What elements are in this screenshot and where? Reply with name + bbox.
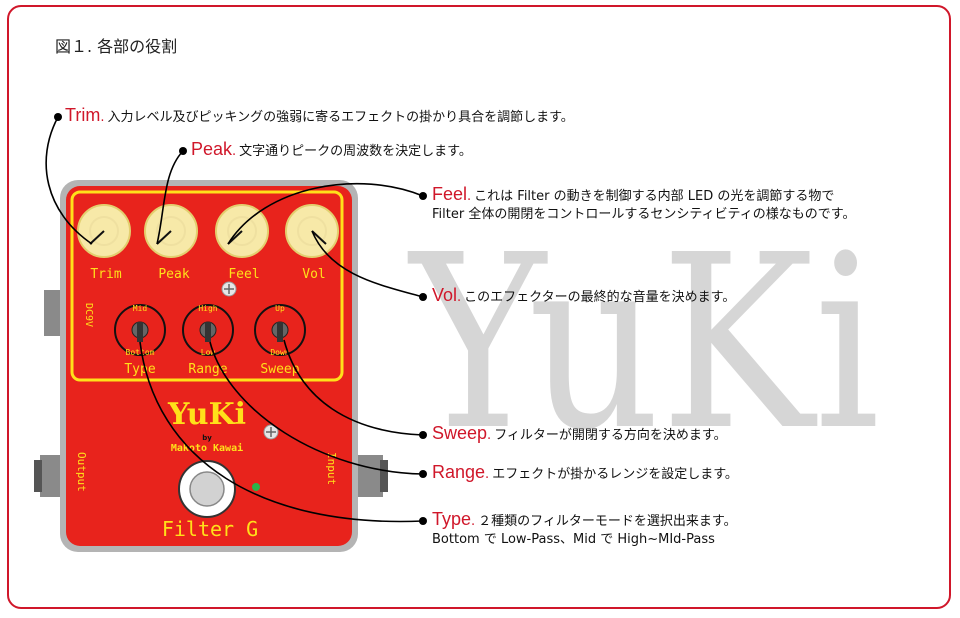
dc-jack <box>44 290 64 336</box>
input-label: Input <box>325 452 338 485</box>
annotation-trim-text: 入力レベル及びピッキングの強弱に寄るエフェクトの掛かり具合を調節します。 <box>107 110 574 125</box>
leader-dot-vol <box>419 293 427 301</box>
annotation-feel-name: Feel <box>432 184 468 204</box>
leader-type <box>139 341 424 523</box>
switch-label-type: Type <box>124 362 155 377</box>
watermark-text: YuKi <box>407 203 880 483</box>
knob-peak[interactable] <box>144 204 198 258</box>
leader-peak <box>156 150 184 245</box>
leader-dot-sweep <box>419 431 427 439</box>
switch-range[interactable] <box>182 304 234 356</box>
annotation-type-name: Type <box>432 509 472 529</box>
knob-label-trim: Trim <box>90 267 121 282</box>
figure-frame <box>7 5 951 609</box>
leader-dot-type <box>419 517 427 525</box>
annotation-sweep-name: Sweep <box>432 423 488 443</box>
figure-title: 図１. 各部の役割 <box>55 37 178 56</box>
annotation-vol: Vol.このエフェクターの最終的な音量を決めます。 <box>432 285 736 305</box>
knob-feel[interactable] <box>215 204 269 258</box>
annotation-peak-text: 文字通りピークの周波数を決定します。 <box>239 144 472 159</box>
annotation-feel-text: これは Filter の動きを制御する内部 LED の光を調節する物で <box>474 189 835 204</box>
annotation-range: Range.エフェクトが掛かるレンジを設定します。 <box>432 462 738 482</box>
knob-label-feel: Feel <box>228 267 259 282</box>
leader-sweep <box>283 339 424 436</box>
switch-label-sweep: Sweep <box>260 362 299 377</box>
annotation-trim-name: Trim <box>65 105 101 125</box>
switch-type[interactable] <box>114 304 166 356</box>
leader-dot-peak <box>179 147 187 155</box>
brand-logo: YuKi <box>167 397 246 432</box>
annotation-peak: Peak.文字通りピークの周波数を決定します。 <box>191 139 472 159</box>
leader-dot-range <box>419 470 427 478</box>
switch-type-top: Mid <box>133 304 148 313</box>
leader-trim <box>45 116 93 245</box>
screw-middle <box>263 424 279 440</box>
leader-vol <box>311 230 424 298</box>
screw-top <box>221 281 237 297</box>
leader-dot-feel <box>419 192 427 200</box>
brand-maker: Makoto Kawai <box>171 442 243 454</box>
annotation-range-text: エフェクトが掛かるレンジを設定します。 <box>492 467 738 482</box>
switch-sweep-bottom: Down <box>270 348 289 357</box>
annotation-vol-text: このエフェクターの最終的な音量を決めます。 <box>464 290 736 305</box>
leader-range <box>209 341 424 475</box>
switch-sweep[interactable] <box>254 304 306 356</box>
knob-trim[interactable] <box>77 204 131 258</box>
annotation-type: Type.２種類のフィルターモードを選択出来ます。 Bottom で Low-P… <box>432 509 737 547</box>
switch-sweep-top: Up <box>275 304 285 313</box>
leader-dot-trim <box>54 113 62 121</box>
output-label: Output <box>75 452 88 492</box>
annotation-type-text: ２種類のフィルターモードを選択出来ます。 <box>478 514 737 529</box>
model-name: Filter G <box>162 517 258 541</box>
leader-feel <box>227 182 424 245</box>
annotation-feel-text-2: Filter 全体の開閉をコントロールするセンシティビティの様なものです。 <box>432 207 856 222</box>
switch-range-bottom: Low <box>201 348 216 357</box>
switch-type-bottom: Bottom <box>126 348 155 357</box>
power-label: DC9V <box>83 303 94 327</box>
annotation-trim: Trim.入力レベル及びピッキングの強弱に寄るエフェクトの掛かり具合を調節します… <box>65 105 574 125</box>
switch-range-top: High <box>198 304 217 313</box>
annotation-sweep-text: フィルターが開閉する方向を決めます。 <box>494 428 727 443</box>
pedal-body <box>66 186 352 546</box>
input-jack <box>355 455 388 497</box>
control-panel <box>70 190 344 382</box>
annotation-feel: Feel.これは Filter の動きを制御する内部 LED の光を調節する物で… <box>432 184 856 222</box>
annotation-peak-name: Peak <box>191 139 233 159</box>
switch-label-range: Range <box>188 362 227 377</box>
footswitch[interactable] <box>178 460 236 518</box>
status-led <box>252 483 260 491</box>
brand-by: by <box>202 434 212 442</box>
annotation-type-text-2: Bottom で Low-Pass、Mid で High~MId-Pass <box>432 532 715 547</box>
knob-label-vol: Vol <box>302 267 325 282</box>
annotation-range-name: Range <box>432 462 486 482</box>
annotation-vol-name: Vol <box>432 285 458 305</box>
knob-label-peak: Peak <box>158 267 189 282</box>
annotation-sweep: Sweep.フィルターが開閉する方向を決めます。 <box>432 423 727 443</box>
